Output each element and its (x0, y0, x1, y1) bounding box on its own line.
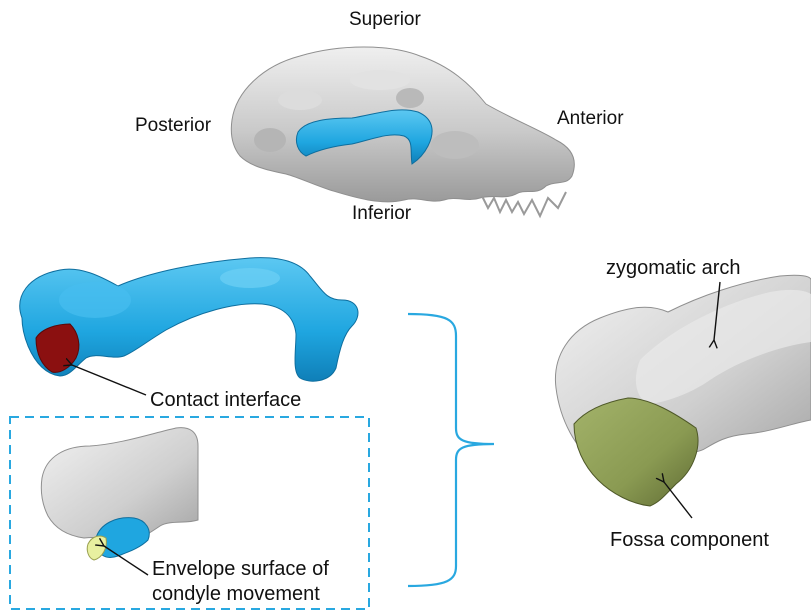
label-posterior: Posterior (135, 115, 212, 136)
label-contact-interface: Contact interface (150, 389, 301, 411)
fossa-component-arrow (664, 482, 692, 518)
skull-illustration (231, 47, 574, 216)
label-fossa-component: Fossa component (610, 529, 769, 551)
label-anterior: Anterior (557, 108, 624, 129)
label-envelope-line1: Envelope surface of (152, 558, 329, 580)
grouping-bracket (408, 314, 494, 586)
contact-interface-arrow (72, 365, 146, 395)
fossa-illustration (555, 275, 811, 506)
label-superior: Superior (349, 9, 421, 30)
label-inferior: Inferior (352, 203, 412, 224)
label-envelope-line2: condyle movement (152, 583, 320, 605)
envelope-illustration (41, 428, 198, 560)
label-zygomatic-arch: zygomatic arch (606, 257, 741, 279)
